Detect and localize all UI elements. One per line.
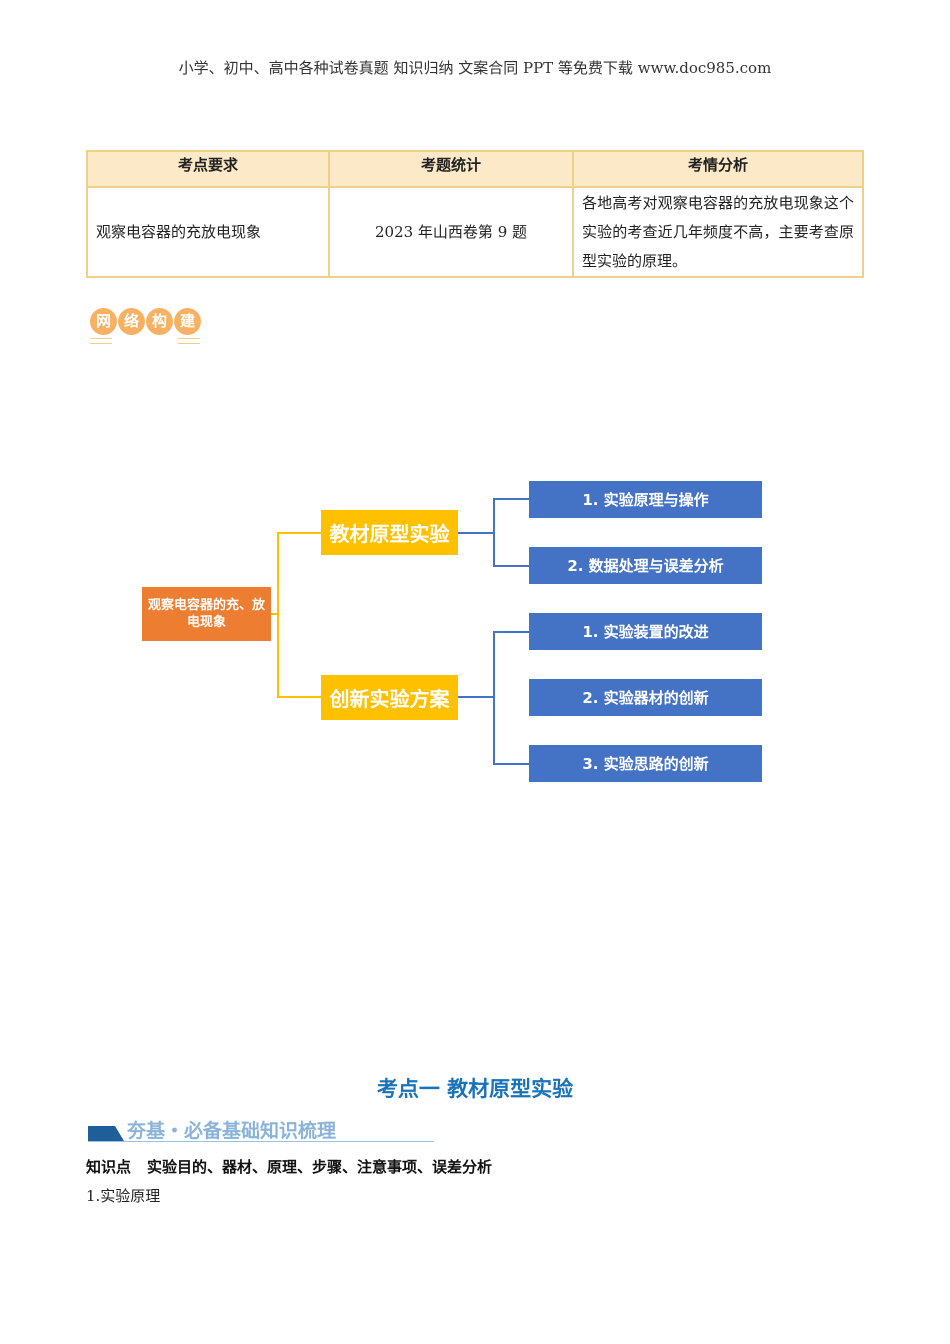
col-header: 考题统计 [328,150,574,188]
connector [277,532,321,534]
mindmap-branch: 教材原型实验 [321,510,458,555]
connector [277,696,321,698]
connector [493,498,529,500]
badge-deco [178,338,200,344]
connector [493,631,495,764]
badge-char: 建 [174,308,201,335]
banner-deco [88,1126,124,1141]
connector [493,631,529,633]
badge-char: 络 [118,308,145,335]
cell: 观察电容器的充放电现象 [86,186,330,278]
connector [493,763,529,765]
banner-title: 夯基・必备基础知识梳理 [127,1120,337,1142]
badge-char: 网 [90,308,117,335]
connector [493,565,529,567]
mindmap-leaf: 1. 实验装置的改进 [529,613,762,650]
connector [277,532,279,698]
badge-char: 构 [146,308,173,335]
cell: 各地高考对观察电容器的充放电现象这个实验的考查近几年频度不高，主要考查原型实验的… [572,186,864,278]
mindmap-leaf: 2. 实验器材的创新 [529,679,762,716]
mindmap-root: 观察电容器的充、放电现象 [142,587,271,641]
subheading: 1.实验原理 [86,1187,161,1205]
knowledge-label: 知识点 [86,1158,132,1176]
mindmap-branch: 创新实验方案 [321,675,458,720]
banner-line [88,1141,434,1142]
page-header: 小学、初中、高中各种试卷真题 知识归纳 文案合同 PPT 等免费下载 www.d… [178,59,772,77]
mindmap-leaf: 2. 数据处理与误差分析 [529,547,762,584]
cell: 2023 年山西卷第 9 题 [328,186,574,278]
mindmap-leaf: 1. 实验原理与操作 [529,481,762,518]
connector [458,532,493,534]
col-header: 考点要求 [86,150,330,188]
badge-deco [90,338,112,344]
connector [271,613,278,615]
connector [458,696,493,698]
knowledge-title: 实验目的、器材、原理、步骤、注意事项、误差分析 [147,1158,493,1176]
connector [493,498,495,567]
col-header: 考情分析 [572,150,864,188]
kaodian-title: 考点一 教材原型实验 [376,1077,574,1101]
mindmap-leaf: 3. 实验思路的创新 [529,745,762,782]
